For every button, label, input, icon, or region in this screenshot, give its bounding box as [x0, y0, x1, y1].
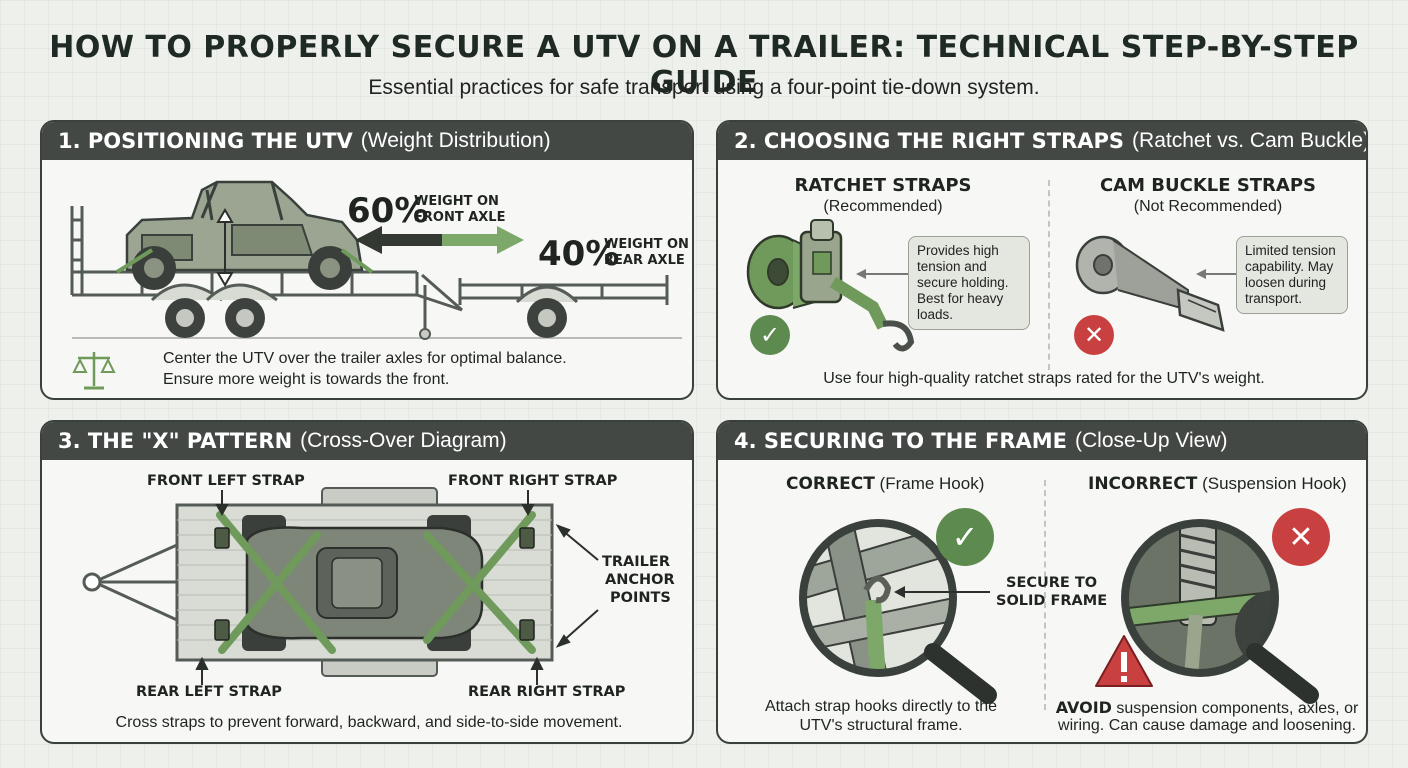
- x-straps: [216, 511, 536, 654]
- balance-scale-icon: [72, 352, 116, 390]
- panel-heading: 4. SECURING TO THE FRAME: [734, 429, 1067, 453]
- incorrect-caption-line-1: AVOID suspension components, axles, or: [1044, 698, 1366, 718]
- panel1-caption-1: Center the UTV over the trailer axles fo…: [163, 350, 567, 367]
- cam-strap-subtitle: (Not Recommended): [1133, 198, 1283, 215]
- incorrect-title-bold: INCORRECT: [1088, 474, 1198, 494]
- incorrect-caption-1: suspension components, axles, or: [1111, 700, 1359, 717]
- x-icon: ✕: [1272, 508, 1330, 566]
- rear-left-strap-label: REAR LEFT STRAP: [136, 684, 282, 700]
- incorrect-title-sub: (Suspension Hook): [1202, 474, 1347, 493]
- cam-strap-title: CAM BUCKLE STRAPS: [1099, 175, 1317, 196]
- panel-heading: 2. CHOOSING THE RIGHT STRAPS: [734, 129, 1125, 153]
- panel-heading-sub: (Ratchet vs. Cam Buckle): [1132, 129, 1368, 152]
- front-right-strap-label: FRONT RIGHT STRAP: [448, 473, 618, 489]
- secure-frame-label-1: SECURE TO: [1006, 575, 1098, 591]
- correct-caption-2: UTV's structural frame.: [799, 717, 963, 734]
- ratchet-strap-subtitle: (Recommended): [823, 198, 943, 215]
- panel-heading: 1. POSITIONING THE UTV: [58, 129, 353, 153]
- incorrect-caption-2: wiring. Can cause damage and loosening.: [1058, 717, 1356, 734]
- weight-distribution-arrow: [355, 226, 524, 254]
- page-title: HOW TO PROPERLY SECURE A UTV ON A TRAILE…: [49, 30, 1359, 100]
- correct-caption-1: Attach strap hooks directly to the: [764, 698, 998, 715]
- panel-positioning: 1. POSITIONING THE UTV (Weight Distribut…: [40, 120, 694, 400]
- panel1-caption-2: Ensure more weight is towards the front.: [163, 371, 450, 388]
- incorrect-title: INCORRECT (Suspension Hook): [1088, 474, 1347, 494]
- center-balance-arrow: [216, 208, 234, 287]
- secure-frame-label-2: SOLID FRAME: [996, 593, 1108, 609]
- utv-side-view: [125, 180, 364, 290]
- panel-header: 1. POSITIONING THE UTV (Weight Distribut…: [42, 122, 692, 160]
- cam-strap-note: Limited tension capability. May loosen d…: [1236, 236, 1348, 314]
- panel-heading-sub: (Close-Up View): [1075, 429, 1228, 452]
- panel-heading-sub: (Cross-Over Diagram): [300, 429, 507, 452]
- incorrect-suspension-hook-magnifier: [1121, 519, 1319, 704]
- panel4-divider: [1044, 480, 1046, 710]
- trailer-side-illustration: [70, 180, 682, 340]
- trailer-wheels: [165, 298, 265, 338]
- correct-title-sub: (Frame Hook): [879, 474, 985, 493]
- front-left-strap-label: FRONT LEFT STRAP: [147, 473, 305, 489]
- correct-title-bold: CORRECT: [786, 474, 875, 494]
- rear-weight-percent: 40%: [538, 234, 620, 274]
- panel3-caption: Cross straps to prevent forward, backwar…: [115, 714, 623, 731]
- rear-weight-label-1: WEIGHT ON: [604, 237, 689, 252]
- anchor-points-label-1: TRAILER: [602, 554, 670, 570]
- check-icon: ✓: [936, 508, 994, 566]
- x-icon: ✕: [1074, 315, 1114, 355]
- rear-weight-label-2: REAR AXLE: [604, 253, 685, 268]
- front-weight-label-1: WEIGHT ON: [414, 194, 499, 209]
- front-weight-percent: 60%: [347, 191, 429, 231]
- arrow-secure-frame: [894, 586, 990, 598]
- incorrect-caption-bold: AVOID: [1055, 698, 1112, 717]
- front-weight-label-2: FRONT AXLE: [414, 210, 506, 225]
- panel-header: 2. CHOOSING THE RIGHT STRAPS (Ratchet vs…: [718, 122, 1366, 160]
- ratchet-strap-illustration: [746, 219, 915, 352]
- correct-frame-hook-magnifier: [799, 519, 997, 704]
- panel2-caption: Use four high-quality ratchet straps rat…: [823, 370, 1265, 387]
- rear-right-strap-label: REAR RIGHT STRAP: [468, 684, 626, 700]
- utv-top-view: [242, 515, 484, 651]
- panel-header: 3. THE "X" PATTERN (Cross-Over Diagram): [42, 422, 692, 460]
- anchor-points-label-2: ANCHOR: [605, 572, 675, 588]
- arrow-to-cam-note: [1196, 269, 1240, 279]
- anchor-points-label-3: POINTS: [610, 590, 671, 606]
- trailer-tongue: [93, 543, 178, 622]
- correct-title: CORRECT (Frame Hook): [786, 474, 984, 494]
- panel2-divider: [1048, 180, 1050, 370]
- cam-strap-illustration: [1075, 235, 1225, 332]
- arrow-to-ratchet-note: [856, 269, 908, 279]
- x-pattern-diagram: [82, 487, 599, 685]
- panel-heading: 3. THE "X" PATTERN: [58, 429, 293, 453]
- check-icon: ✓: [750, 315, 790, 355]
- panel-straps: 2. CHOOSING THE RIGHT STRAPS (Ratchet vs…: [716, 120, 1368, 400]
- warning-icon: [1095, 635, 1153, 687]
- ratchet-strap-note: Provides high tension and secure holding…: [908, 236, 1030, 330]
- panel-heading-sub: (Weight Distribution): [360, 129, 551, 152]
- panel-header: 4. SECURING TO THE FRAME (Close-Up View): [718, 422, 1366, 460]
- page-subtitle: Essential practices for safe transport u…: [368, 76, 1040, 99]
- panel-x-pattern: 3. THE "X" PATTERN (Cross-Over Diagram): [40, 420, 694, 744]
- panel-frame: 4. SECURING TO THE FRAME (Close-Up View)…: [716, 420, 1368, 744]
- ratchet-strap-title: RATCHET STRAPS: [794, 175, 972, 196]
